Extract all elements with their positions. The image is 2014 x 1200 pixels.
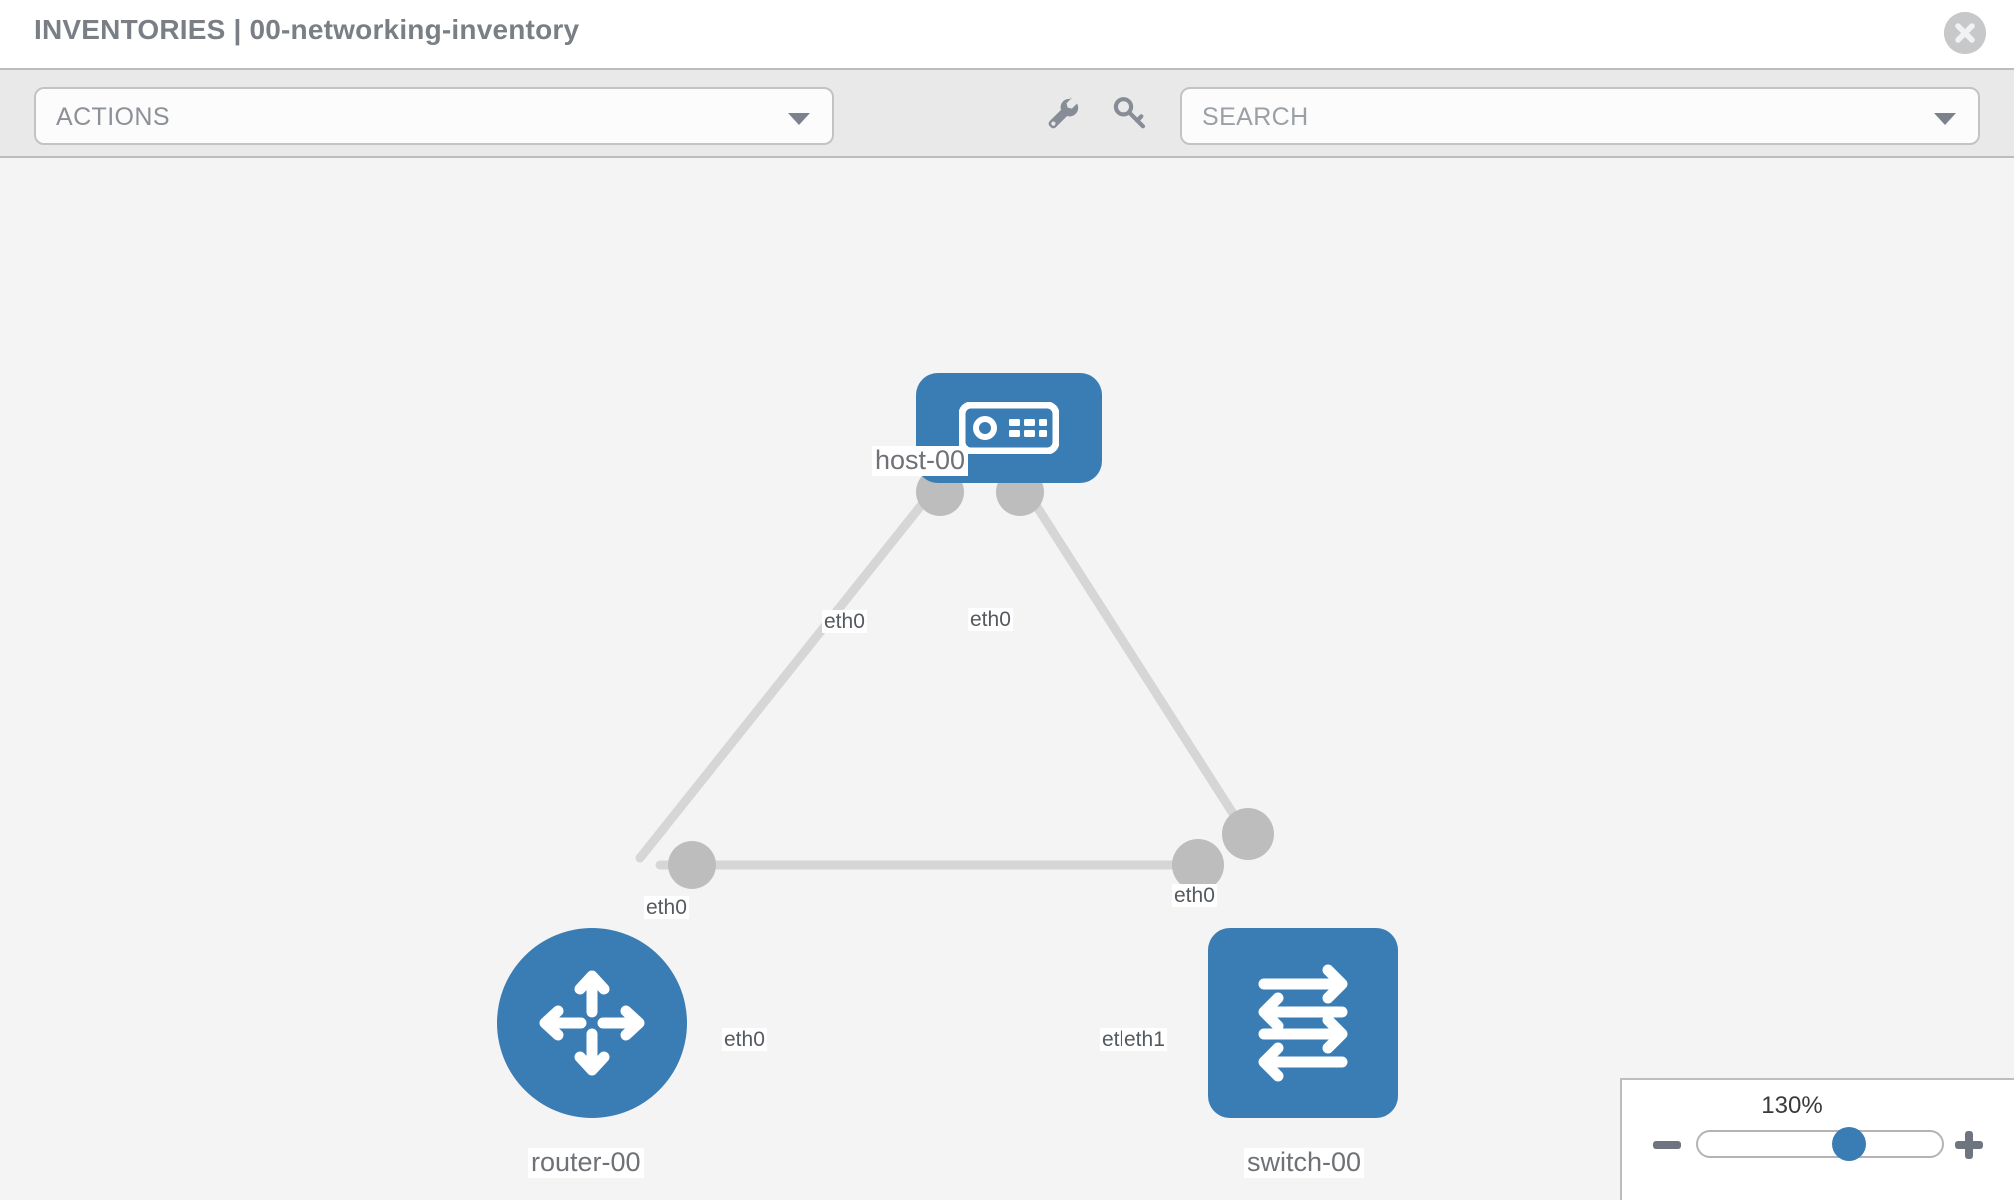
topology-graph [635, 468, 1274, 891]
wrench-icon[interactable] [1043, 94, 1083, 134]
router-arrows-icon [539, 970, 645, 1076]
edge-group [635, 483, 1260, 870]
chevron-down-icon [788, 113, 810, 125]
page-title: INVENTORIES | 00-networking-inventory [34, 14, 580, 45]
node-router-00[interactable] [497, 928, 687, 1118]
edge-label-host-switch-near: eth0 [968, 608, 1013, 632]
toolbar: ACTIONS SEARCH [0, 68, 2014, 158]
edge-label-host-switch-far: eth0 [1172, 884, 1217, 908]
nub-router-right [668, 841, 716, 889]
node-switch-00-shape[interactable] [1208, 928, 1398, 1118]
actions-dropdown-label: ACTIONS [56, 103, 170, 131]
node-host-00-label: host-00 [872, 445, 969, 476]
nub-switch-top [1222, 808, 1274, 860]
node-switch-00[interactable] [1208, 928, 1398, 1118]
edge-label-router-switch-far-b: eth1 [1122, 1028, 1167, 1052]
search-input[interactable]: SEARCH [1180, 87, 1980, 145]
edge-label-host-router-far: eth0 [644, 896, 689, 920]
nub-switch-left [1172, 839, 1224, 891]
zoom-control-panel: 130% [1620, 1078, 2014, 1200]
edge-label-host-router-near: eth0 [822, 610, 867, 634]
actions-dropdown[interactable]: ACTIONS [34, 87, 834, 145]
node-router-00-shape[interactable] [497, 928, 687, 1118]
zoom-slider-thumb[interactable] [1832, 1127, 1867, 1161]
zoom-level-value: 130% [1761, 1092, 1823, 1119]
search-placeholder: SEARCH [1202, 103, 1309, 131]
switch-arrows-icon [1258, 964, 1348, 1082]
topology-canvas[interactable]: host-00 router-00 [0, 158, 2014, 1200]
key-icon[interactable] [1110, 94, 1150, 134]
edge-label-router-switch-near: eth0 [722, 1028, 767, 1052]
close-icon[interactable] [1944, 12, 1986, 54]
chevron-down-icon[interactable] [1934, 113, 1956, 125]
edge-host-switch [1020, 483, 1260, 853]
zoom-slider[interactable] [1696, 1127, 1944, 1161]
server-device-icon [959, 402, 1059, 454]
connector-nub-group [668, 468, 1274, 891]
minus-icon[interactable] [1650, 1128, 1684, 1162]
edge-host-router [635, 483, 940, 863]
plus-icon[interactable] [1952, 1128, 1986, 1162]
node-switch-00-label: switch-00 [1244, 1147, 1365, 1178]
page-header: INVENTORIES | 00-networking-inventory [0, 0, 2014, 68]
node-router-00-label: router-00 [528, 1147, 644, 1178]
